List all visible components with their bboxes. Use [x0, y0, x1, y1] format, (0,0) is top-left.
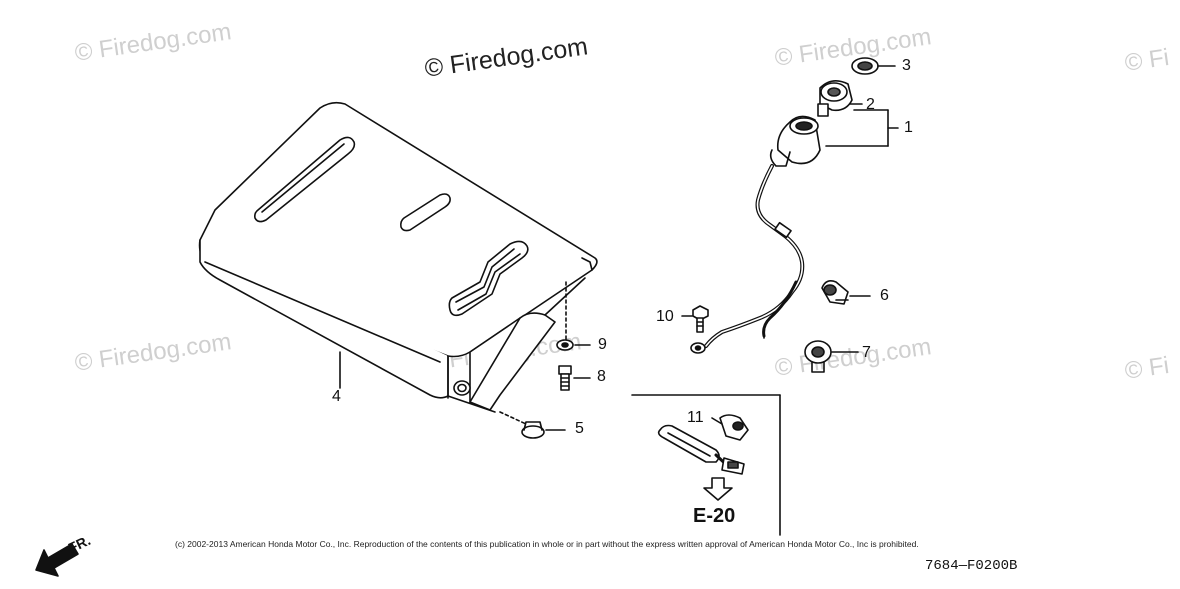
cover-part: [198, 101, 598, 413]
callout-3: 3: [902, 57, 911, 74]
callout-4: 4: [332, 388, 341, 405]
callout-9: 9: [598, 336, 607, 353]
inset-harness: [657, 414, 749, 501]
cable-clamp-part: [821, 280, 849, 305]
callout-2: 2: [866, 96, 875, 113]
copyright-notice: (c) 2002-2013 American Honda Motor Co., …: [175, 539, 919, 549]
clip-part: [499, 411, 545, 439]
front-direction-arrow: [35, 543, 79, 577]
callout-5: 5: [575, 420, 584, 437]
callout-11: 11: [687, 409, 704, 426]
callout-6: 6: [880, 287, 889, 304]
socket-assembly: [690, 57, 879, 354]
callout-1: 1: [904, 119, 913, 136]
washer-part: [556, 339, 574, 351]
callout-8: 8: [597, 368, 606, 385]
small-bolt-part: [692, 305, 709, 333]
callout-10: 10: [656, 308, 674, 325]
diagram-code: 7684—F0200B: [925, 558, 1018, 574]
inset-reference-label: E-20: [693, 505, 736, 527]
leader-11: [711, 417, 723, 425]
bolt-part: [558, 365, 572, 391]
grommet-part: [804, 340, 832, 373]
callout-7: 7: [862, 344, 871, 361]
inset-box: [631, 394, 781, 536]
